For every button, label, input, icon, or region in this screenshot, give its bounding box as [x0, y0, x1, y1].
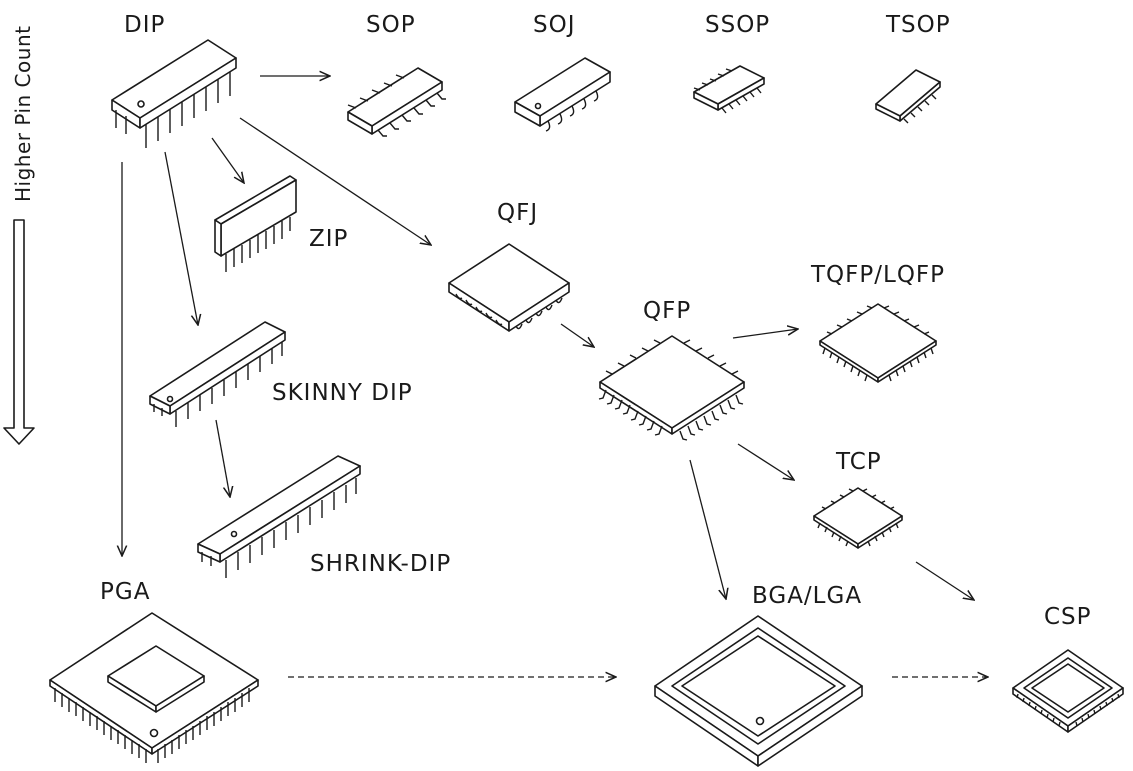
- label-sop: SOP: [366, 12, 416, 38]
- label-bga-lga: BGA/LGA: [752, 583, 862, 609]
- label-zip: ZIP: [309, 226, 348, 252]
- down-arrow-icon: [3, 219, 35, 445]
- label-qfj: QFJ: [497, 200, 538, 226]
- skinny-dip-chip-icon: [149, 321, 286, 427]
- qfj-chip-icon: [448, 243, 570, 332]
- sop-chip-icon: [347, 67, 446, 137]
- arrow-dip-to-qfj: [239, 117, 431, 245]
- axis-label: Higher Pin Count: [11, 26, 35, 202]
- arrow-skinny-dip-to-shrink-dip: [215, 419, 230, 497]
- pga-chip-icon: [49, 612, 259, 763]
- soj-chip-icon: [514, 57, 611, 132]
- csp-chip-icon: [1012, 649, 1124, 733]
- zip-chip-icon: [214, 175, 297, 272]
- arrow-dip-to-zip: [211, 137, 244, 183]
- shrink-dip-chip-icon: [197, 455, 361, 578]
- bga-lga-chip-icon: [654, 615, 863, 767]
- label-soj: SOJ: [533, 12, 576, 38]
- label-pga: PGA: [100, 579, 150, 605]
- qfp-chip-icon: [598, 335, 745, 441]
- label-tcp: TCP: [835, 449, 882, 475]
- label-shrink-dip: SHRINK-DIP: [310, 551, 451, 577]
- pin-count-axis: Higher Pin Count: [3, 26, 35, 445]
- tcp-chip-icon: [813, 487, 903, 549]
- arrow-qfp-to-bga: [689, 459, 726, 599]
- tsop-chip-icon: [875, 69, 941, 124]
- label-tsop: TSOP: [885, 12, 951, 38]
- arrow-qfj-to-qfp: [560, 323, 594, 347]
- arrow-dip-to-skinny-dip: [164, 151, 198, 325]
- label-skinny-dip: SKINNY DIP: [272, 380, 413, 406]
- ssop-chip-icon: [693, 65, 765, 114]
- dip-chip-icon: [111, 39, 237, 148]
- label-tqfp-lqfp: TQFP/LQFP: [810, 262, 945, 288]
- connectors: [122, 76, 988, 677]
- arrow-qfp-to-tqfp: [732, 329, 798, 339]
- arrow-qfp-to-tcp: [737, 443, 794, 480]
- arrow-tcp-to-csp: [915, 561, 974, 600]
- label-csp: CSP: [1044, 604, 1092, 630]
- tqfp-lqfp-chip-icon: [819, 303, 937, 383]
- label-dip: DIP: [124, 12, 165, 38]
- label-ssop: SSOP: [705, 12, 770, 38]
- label-qfp: QFP: [643, 298, 691, 324]
